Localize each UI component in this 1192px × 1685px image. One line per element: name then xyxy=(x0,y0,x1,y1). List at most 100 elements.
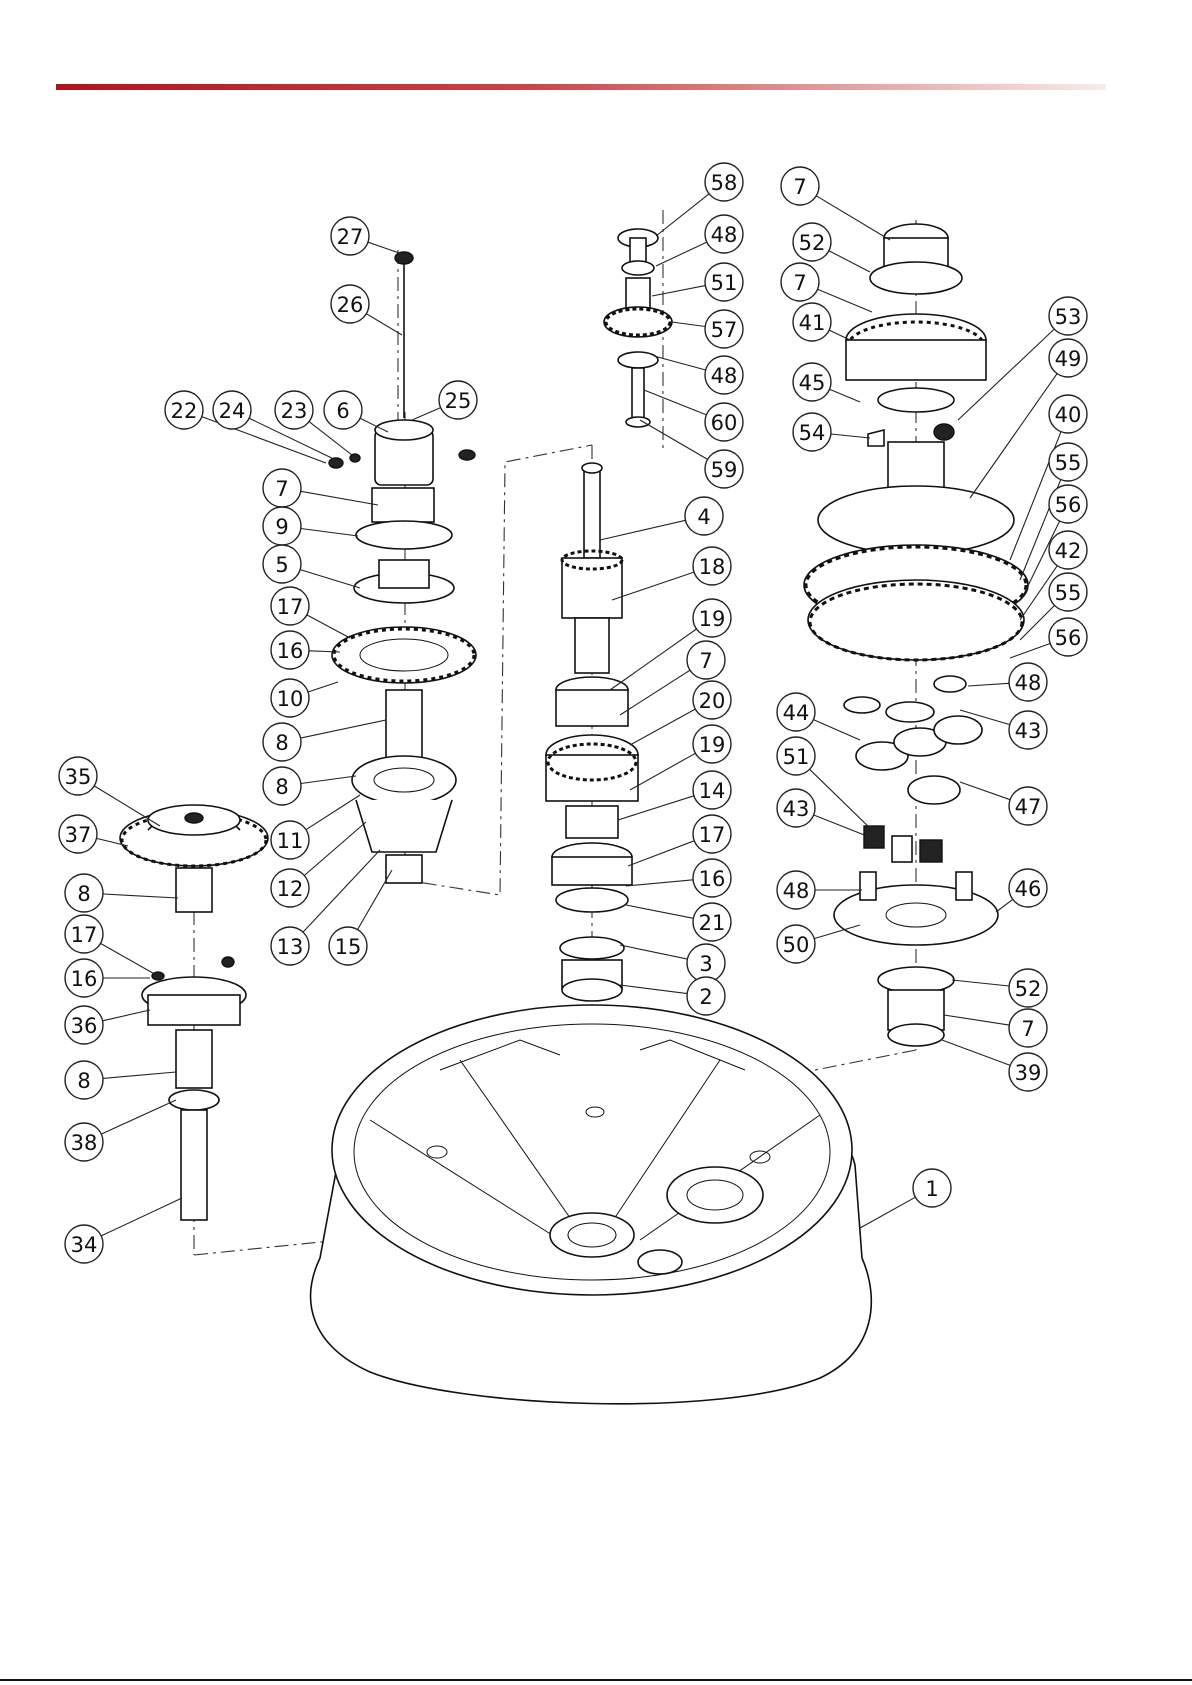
callout-leader xyxy=(101,1100,176,1134)
right-planetary-assembly xyxy=(804,224,1028,1046)
callout-leader xyxy=(306,795,360,830)
callout-label: 15 xyxy=(335,935,362,959)
part-callout: 7 xyxy=(263,469,301,507)
part-callout: 38 xyxy=(65,1123,103,1161)
callout-label: 6 xyxy=(336,399,349,423)
callout-label: 48 xyxy=(783,879,810,903)
callout-leader xyxy=(652,286,705,296)
part-callout: 27 xyxy=(331,217,369,255)
callout-label: 54 xyxy=(799,421,826,445)
callout-leader xyxy=(656,242,707,266)
callout-label: 10 xyxy=(277,687,304,711)
callout-label: 7 xyxy=(793,175,806,199)
callout-label: 56 xyxy=(1055,493,1082,517)
part-callout: 9 xyxy=(263,507,301,545)
callout-label: 34 xyxy=(71,1233,98,1257)
callout-label: 50 xyxy=(783,933,810,957)
callout-label: 52 xyxy=(799,231,826,255)
callout-label: 59 xyxy=(711,458,738,482)
callout-label: 51 xyxy=(711,271,738,295)
part-callout: 56 xyxy=(1049,618,1087,656)
part-callout: 58 xyxy=(705,163,743,201)
callout-leader xyxy=(301,491,378,505)
part-callout: 13 xyxy=(271,927,309,965)
callout-label: 42 xyxy=(1055,539,1082,563)
callout-label: 8 xyxy=(77,1069,90,1093)
callout-label: 8 xyxy=(275,731,288,755)
callout-label: 25 xyxy=(445,389,472,413)
part-callout: 15 xyxy=(329,927,367,965)
callout-label: 7 xyxy=(699,649,712,673)
callout-leader xyxy=(1010,644,1050,659)
callout-label: 7 xyxy=(275,477,288,501)
callout-leader xyxy=(304,822,366,876)
part-callout: 59 xyxy=(705,450,743,488)
callout-label: 43 xyxy=(1015,719,1042,743)
callout-leader xyxy=(960,782,1010,800)
footer-rule xyxy=(0,1679,1192,1681)
callout-leader xyxy=(300,570,360,588)
callout-label: 39 xyxy=(1015,1061,1042,1085)
callout-label: 36 xyxy=(71,1014,98,1038)
callout-label: 9 xyxy=(275,515,288,539)
callout-label: 49 xyxy=(1055,347,1082,371)
callout-label: 21 xyxy=(699,911,726,935)
callout-leader xyxy=(628,841,694,866)
callout-leader xyxy=(600,520,686,540)
part-callout: 17 xyxy=(693,815,731,853)
callout-leader xyxy=(301,776,356,784)
callout-leader xyxy=(366,314,402,335)
part-callout: 36 xyxy=(65,1006,103,1044)
callout-label: 17 xyxy=(277,595,304,619)
callout-label: 1 xyxy=(925,1177,938,1201)
part-callout: 22 xyxy=(165,391,203,429)
callout-leader xyxy=(810,769,874,832)
callout-label: 48 xyxy=(711,364,738,388)
callout-label: 2 xyxy=(699,985,712,1009)
part-callout: 45 xyxy=(793,363,831,401)
callout-label: 46 xyxy=(1015,877,1042,901)
part-callout: 24 xyxy=(213,391,251,429)
callout-label: 53 xyxy=(1055,305,1082,329)
callout-leader xyxy=(813,720,860,740)
part-callout: 42 xyxy=(1049,531,1087,569)
callout-leader xyxy=(654,356,706,370)
callout-leader xyxy=(952,980,1009,986)
part-callout: 14 xyxy=(693,771,731,809)
part-callout: 55 xyxy=(1049,573,1087,611)
callout-label: 3 xyxy=(699,952,712,976)
callout-leader xyxy=(626,905,693,918)
callout-label: 19 xyxy=(699,607,726,631)
callout-leader xyxy=(620,945,687,959)
callout-label: 11 xyxy=(277,829,304,853)
callout-leader xyxy=(630,709,695,745)
callout-leader xyxy=(358,870,393,930)
part-callout: 16 xyxy=(693,859,731,897)
callout-leader xyxy=(610,629,697,690)
callout-label: 14 xyxy=(699,779,726,803)
callout-label: 5 xyxy=(275,553,288,577)
part-callout: 57 xyxy=(705,310,743,348)
callout-label: 55 xyxy=(1055,581,1082,605)
part-callout: 8 xyxy=(263,767,301,805)
part-callout: 39 xyxy=(1009,1053,1047,1091)
callout-label: 16 xyxy=(699,867,726,891)
centre-shaft-assembly xyxy=(546,463,638,1001)
callout-label: 18 xyxy=(699,555,726,579)
part-callout: 20 xyxy=(693,681,731,719)
part-callout: 55 xyxy=(1049,443,1087,481)
callout-leader xyxy=(301,720,386,738)
part-callout: 11 xyxy=(271,821,309,859)
part-callout: 8 xyxy=(65,874,103,912)
part-callout: 1 xyxy=(913,1169,951,1207)
callout-leader xyxy=(644,390,706,415)
part-callout: 6 xyxy=(324,391,362,429)
callout-leader xyxy=(94,786,160,826)
callout-label: 23 xyxy=(281,399,308,423)
part-callout: 26 xyxy=(331,285,369,323)
callout-label: 16 xyxy=(277,639,304,663)
callout-leader xyxy=(368,242,402,254)
callout-leader xyxy=(101,1198,182,1236)
part-callout: 10 xyxy=(271,679,309,717)
